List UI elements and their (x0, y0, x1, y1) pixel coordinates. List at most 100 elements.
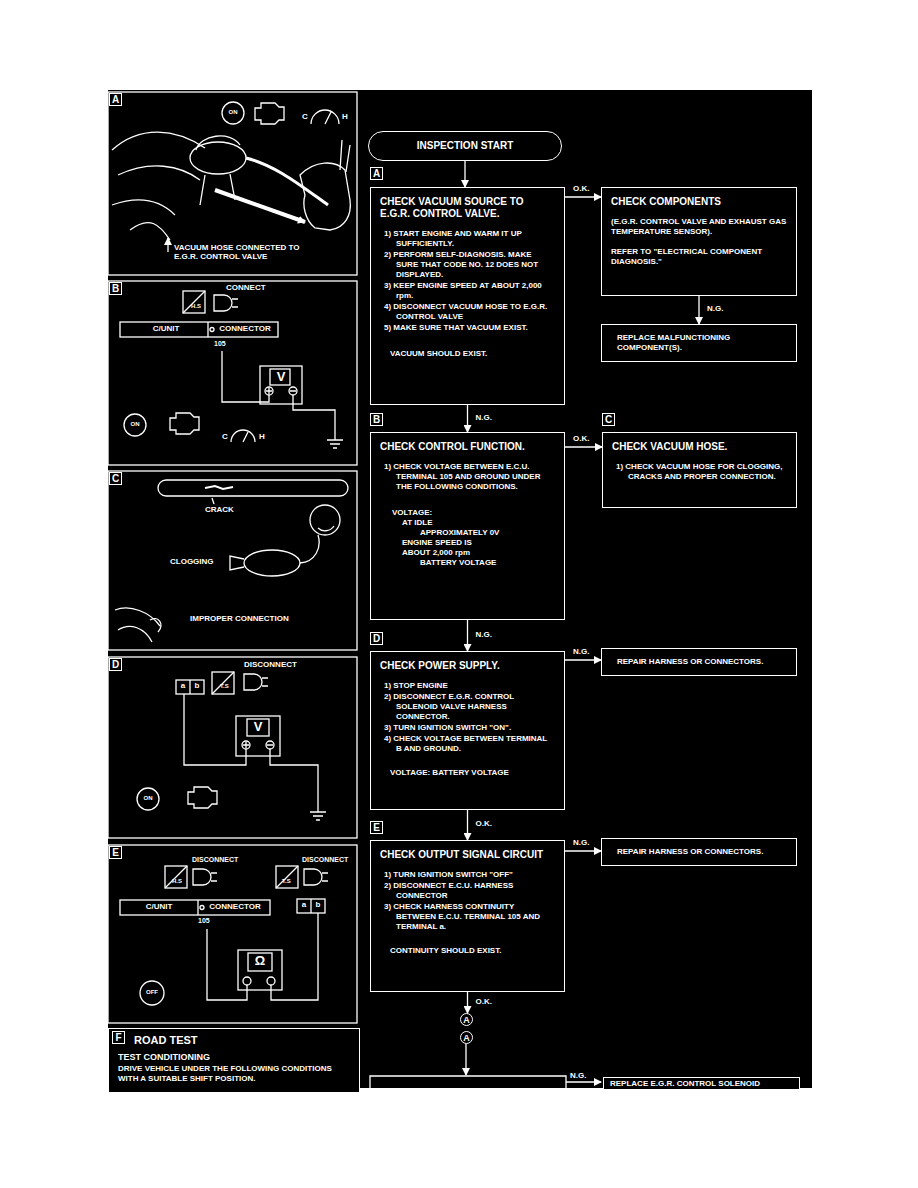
step-letter: D (370, 632, 383, 645)
callout-label: CRACK (205, 506, 234, 515)
box-text: VACUUM SHOULD EXIST. (390, 349, 555, 359)
box-heading: REPAIR HARNESS OR CONNECTORS. (617, 657, 787, 667)
callout-label: N.G. (570, 1072, 586, 1081)
box-heading: A (461, 1032, 472, 1044)
flow-arrow (565, 196, 601, 197)
box-heading: CHECK POWER SUPPLY. (380, 660, 555, 672)
callout-label: CLOGGING (170, 558, 214, 567)
callout-label: V (251, 720, 265, 734)
process-box: CHECK OUTPUT SIGNAL CIRCUIT1) TURN IGNIT… (370, 840, 565, 992)
step-letter: B (109, 282, 122, 295)
connector-circle: A (460, 1013, 473, 1026)
callout-label: b (192, 682, 202, 691)
callout-label: C (302, 113, 308, 122)
callout-label: CONNECTOR (216, 325, 274, 334)
box-text: 1) CHECK VOLTAGE BETWEEN E.C.U. TERMINAL… (384, 462, 555, 492)
panel-frame (108, 92, 357, 275)
edge-label: N.G. (474, 413, 494, 423)
process-box: REPLACE MALFUNCTIONING COMPONENT(S). (601, 324, 797, 362)
flow-arrow (565, 659, 601, 660)
flow-arrow (698, 296, 699, 324)
callout-label: 105 (214, 340, 226, 348)
callout-label: C (222, 433, 228, 442)
callout-label: IMPROPER CONNECTION (190, 615, 289, 624)
step-letter: E (109, 846, 122, 859)
box-text: 2) PERFORM SELF-DIAGNOSIS. MAKE SURE THA… (384, 250, 555, 280)
box-text: 1) CHECK VACUUM HOSE FOR CLOGGING, CRACK… (616, 462, 787, 482)
edge-label: O.K. (474, 819, 494, 829)
box-heading: CHECK OUTPUT SIGNAL CIRCUIT (380, 849, 555, 861)
process-box: CHECK COMPONENTS(E.G.R. CONTROL VALVE AN… (601, 187, 797, 296)
box-heading: A (461, 1014, 472, 1026)
box-text: AT IDLE (402, 518, 555, 528)
box-heading: REPAIR HARNESS OR CONNECTORS. (617, 847, 787, 857)
flow-arrow (467, 620, 468, 651)
box-text: TEST CONDITIONING (118, 1052, 350, 1063)
engine-bay-sketch (112, 102, 350, 252)
process-box: REPAIR HARNESS OR CONNECTORS. (601, 648, 797, 676)
callout-label: V (274, 370, 288, 384)
box-text: APPROXIMATELY 0V (420, 528, 555, 538)
callout-label: b (313, 901, 323, 910)
box-text: DRIVE VEHICLE UNDER THE FOLLOWING CONDIT… (118, 1064, 350, 1084)
step-letter: D (109, 658, 122, 671)
edge-label: N.G. (571, 647, 591, 657)
box-text: 2) DISCONNECT E.G.R. CONTROL SOLENOID VA… (384, 692, 555, 722)
panel-frame (108, 471, 357, 650)
box-text: 1) STOP ENGINE (384, 681, 555, 691)
callout-label: T.S (282, 878, 291, 885)
edge-label: O.K. (571, 434, 591, 444)
hose-defect-sketch (115, 480, 348, 642)
callout-label: H (342, 113, 348, 122)
box-text: 1) START ENGINE AND WARM IT UP SUFFICIEN… (384, 229, 555, 249)
callout-label: Ω (251, 954, 269, 968)
callout-label: C/UNIT (122, 903, 196, 912)
edge-label: O.K. (571, 184, 591, 194)
box-text: 3) KEEP ENGINE SPEED AT ABOUT 2,000 rpm. (384, 281, 555, 301)
box-heading: INSPECTION START (375, 140, 555, 152)
callout-label: DISCONNECT (192, 856, 238, 864)
flow-arrow (467, 405, 468, 432)
box-text: ENGINE SPEED IS ABOUT 2,000 rpm (402, 538, 502, 558)
panel-frame (108, 657, 357, 838)
flow-arrow (565, 850, 601, 851)
process-box: ROAD TESTTEST CONDITIONINGDRIVE VEHICLE … (108, 1028, 360, 1093)
start-terminal: INSPECTION START (368, 131, 562, 161)
flow-arrow (464, 161, 465, 187)
box-text: 4) CHECK VOLTAGE BETWEEN TERMINAL B AND … (384, 734, 555, 754)
callout-label: C/UNIT (128, 325, 204, 334)
callout-label: VACUUM HOSE CONNECTED TO E.G.R. CONTROL … (174, 244, 324, 262)
edge-label: N.G. (571, 838, 591, 848)
box-text: VOLTAGE: BATTERY VOLTAGE (390, 768, 555, 778)
edge-label: O.K. (474, 997, 494, 1007)
process-box: CHECK VACUUM HOSE. 1) CHECK VACUUM HOSE F… (602, 432, 797, 508)
edge-label: N.G. (705, 304, 725, 314)
voltage-check-sketch (120, 291, 343, 448)
callout-label: H (259, 433, 265, 442)
callout-label: H.S (191, 303, 201, 310)
chart-continuation (370, 1044, 601, 1090)
continuity-check-sketch (120, 866, 328, 1005)
callout-label: CONNECTOR (203, 903, 267, 912)
callout-label: OFF (143, 989, 161, 996)
flow-arrow (467, 810, 468, 840)
step-letter: B (370, 413, 383, 426)
process-box: REPLACE E.G.R. CONTROL SOLENOID (603, 1077, 800, 1090)
box-text: 5) MAKE SURE THAT VACUUM EXIST. (384, 323, 555, 333)
callout-label: DISCONNECT (244, 661, 297, 670)
process-box: REPAIR HARNESS OR CONNECTORS. (601, 838, 797, 866)
box-heading: CHECK VACUUM SOURCE TO E.G.R. CONTROL VA… (380, 196, 555, 220)
callout-label: ON (140, 795, 156, 802)
callout-label: ON (225, 109, 241, 116)
box-text: 4) DISCONNECT VACUUM HOSE TO E.G.R. CONT… (384, 302, 555, 322)
step-letter: C (109, 472, 122, 485)
box-text: BATTERY VOLTAGE (420, 558, 555, 568)
edge-label: N.G. (474, 630, 494, 640)
callout-label: H.S (172, 878, 182, 885)
box-heading: CHECK VACUUM HOSE. (612, 441, 787, 453)
box-text: 3) CHECK HARNESS CONTINUITY BETWEEN E.C.… (384, 902, 555, 932)
power-supply-sketch (137, 672, 326, 820)
flow-arrow (565, 446, 602, 447)
box-heading: CHECK CONTROL FUNCTION. (380, 441, 555, 453)
callout-label: CONNECT (226, 284, 266, 293)
